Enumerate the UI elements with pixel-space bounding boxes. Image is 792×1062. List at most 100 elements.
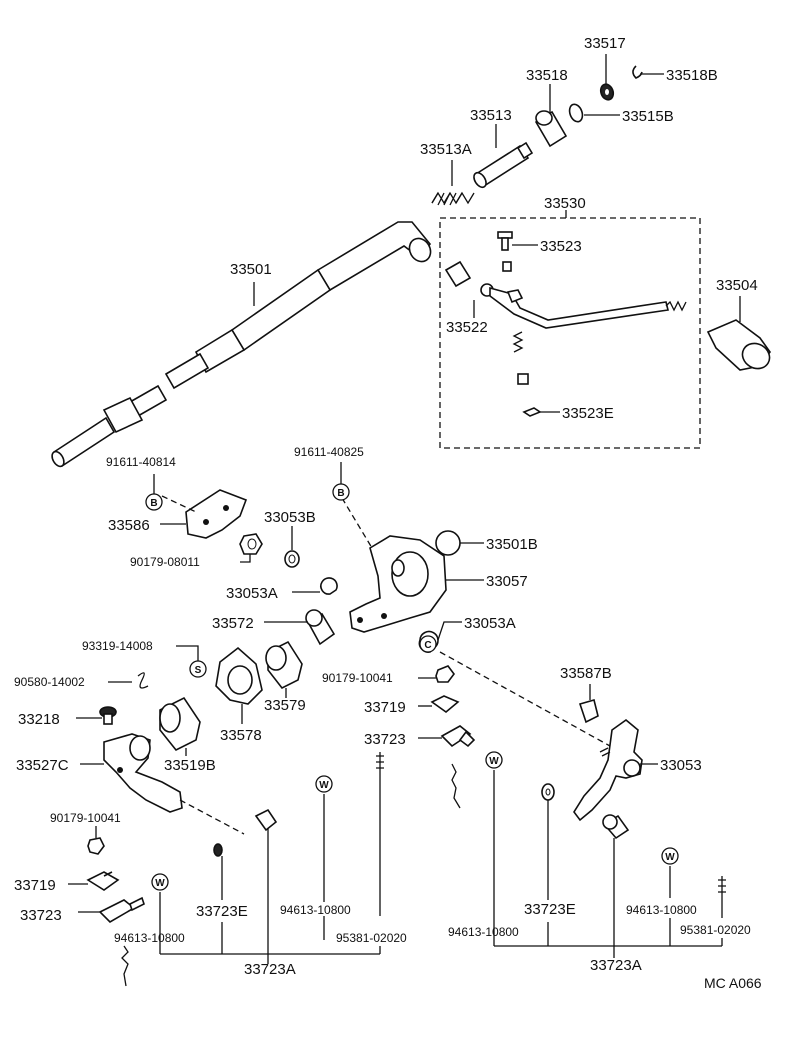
bracket-33719-right — [430, 695, 460, 714]
pin-33218 — [99, 706, 117, 725]
washer-symbol-4: W — [661, 847, 679, 865]
label-33515b: 33515B — [622, 108, 674, 125]
plate-33578 — [215, 646, 263, 705]
bracket-33586 — [185, 489, 248, 539]
label-33530: 33530 — [544, 195, 586, 212]
bushing-33519b — [159, 696, 201, 752]
label-33519b: 33519B — [164, 757, 216, 774]
washer-33515b — [568, 103, 584, 123]
label-94613-10800-d: 94613-10800 — [448, 925, 519, 939]
label-33501: 33501 — [230, 261, 272, 278]
shift-knob-33504 — [706, 319, 771, 371]
label-95381-02020-b: 95381-02020 — [680, 923, 751, 937]
label-95381-02020-a: 95381-02020 — [336, 931, 407, 945]
washer-symbol-1: W — [315, 775, 333, 793]
label-33586: 33586 — [108, 517, 150, 534]
bolt-symbol-right: B — [332, 483, 350, 501]
label-90179-10041-left: 90179-10041 — [50, 811, 121, 825]
spring-small-33530 — [512, 331, 529, 385]
label-33723-left: 33723 — [20, 907, 62, 924]
label-90580-14002: 90580-14002 — [14, 675, 85, 689]
svg-text:S: S — [195, 665, 202, 676]
bushing-33579 — [265, 640, 303, 690]
label-33053: 33053 — [660, 757, 702, 774]
pin-95381-02020-right — [718, 876, 726, 918]
washer-symbol-2: W — [151, 873, 169, 891]
label-90179-08011: 90179-08011 — [130, 555, 200, 569]
nut-90179-10041-right — [435, 665, 455, 683]
label-33513: 33513 — [470, 107, 512, 124]
label-33523: 33523 — [540, 238, 582, 255]
label-33513a: 33513A — [420, 141, 472, 158]
o-ring-33501b — [435, 530, 461, 556]
label-33053b: 33053B — [264, 509, 316, 526]
bushing-33723a-right — [602, 814, 630, 840]
spring-33513a — [431, 191, 475, 206]
housing-33057 — [349, 535, 447, 633]
label-33723e-left: 33723E — [196, 903, 248, 920]
label-33719-left: 33719 — [14, 877, 56, 894]
washer-symbol-3: W — [485, 751, 503, 769]
svg-text:W: W — [155, 878, 165, 889]
label-33523e: 33523E — [562, 405, 614, 422]
label-91611-40825: 91611-40825 — [294, 445, 364, 459]
pin-95381-02020-left — [376, 752, 384, 916]
bracket-33719-left — [86, 871, 120, 891]
label-94613-10800-a: 94613-10800 — [280, 903, 351, 917]
lever-33053 — [573, 718, 643, 822]
bushing-33053a-left — [320, 577, 338, 595]
label-33518b: 33518B — [666, 67, 718, 84]
link-33723-left — [98, 896, 145, 987]
clip-symbol: C — [419, 635, 437, 653]
label-94613-10800-b: 94613-10800 — [114, 931, 185, 945]
bracket-33587b — [578, 699, 599, 724]
link-33723-right — [440, 725, 476, 809]
clip-33518b — [632, 65, 643, 79]
label-33723-right: 33723 — [364, 731, 406, 748]
label-33587b: 33587B — [560, 665, 612, 682]
svg-text:W: W — [319, 780, 329, 791]
label-90179-10041-right: 90179-10041 — [322, 671, 393, 685]
label-33572: 33572 — [212, 615, 254, 632]
label-33053a-left: 33053A — [226, 585, 278, 602]
label-33518: 33518 — [526, 67, 568, 84]
label-33723a-right: 33723A — [590, 957, 642, 974]
bushing-33572 — [305, 609, 336, 646]
bolt-symbol-left: B — [145, 493, 163, 511]
bushing-33723e-left — [213, 808, 278, 857]
label-33578: 33578 — [220, 727, 262, 744]
label-33527c: 33527C — [16, 757, 69, 774]
rod-assembly-33522 — [444, 260, 687, 329]
label-33723a-left: 33723A — [244, 961, 296, 978]
svg-text:C: C — [424, 640, 431, 651]
label-33504: 33504 — [716, 277, 758, 294]
label-33218: 33218 — [18, 711, 60, 728]
label-93319-14008: 93319-14008 — [82, 639, 153, 653]
nut-90179-10041-left — [87, 837, 105, 855]
stud-symbol: S — [189, 660, 207, 678]
svg-text:W: W — [665, 852, 675, 863]
shift-lever-shaft-33501 — [51, 221, 432, 468]
clip-33523e — [522, 407, 542, 417]
nut-90179-08011 — [239, 533, 263, 555]
label-91611-40814: 91611-40814 — [106, 455, 176, 469]
label-33522: 33522 — [446, 319, 488, 336]
svg-text:B: B — [150, 498, 157, 509]
washer-33517 — [599, 83, 615, 101]
label-33579: 33579 — [264, 697, 306, 714]
bolt-33523 — [497, 231, 513, 272]
svg-text:W: W — [489, 756, 499, 767]
label-33501b: 33501B — [486, 536, 538, 553]
label-33723e-right: 33723E — [524, 901, 576, 918]
svg-text:B: B — [337, 488, 344, 499]
collar-33518 — [534, 110, 568, 148]
label-33517: 33517 — [584, 35, 626, 52]
label-33057: 33057 — [486, 573, 528, 590]
label-33719-right: 33719 — [364, 699, 406, 716]
label-94613-10800-c: 94613-10800 — [626, 903, 697, 917]
reference-code: MC A066 — [704, 975, 762, 991]
clip-90580-14002 — [137, 672, 149, 689]
label-33053a-right: 33053A — [464, 615, 516, 632]
shaft-33513 — [473, 141, 534, 189]
